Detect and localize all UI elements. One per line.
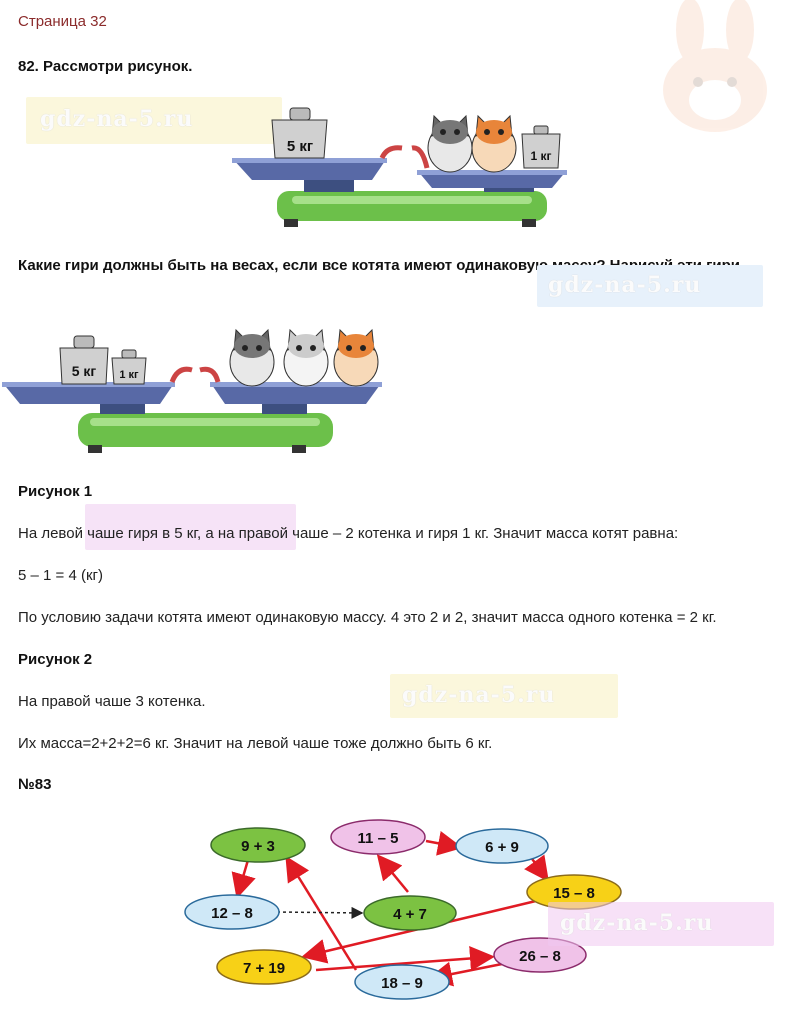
fig1-conclusion: По условию задачи котята имеют одинакову… [18, 609, 717, 626]
svg-text:18 – 9: 18 – 9 [381, 975, 423, 992]
arrow-18minus9-to-9plus3 [285, 855, 358, 971]
svg-text:7 + 19: 7 + 19 [243, 960, 285, 977]
svg-text:26 – 8: 26 – 8 [519, 948, 561, 965]
svg-text:12 – 8: 12 – 8 [211, 905, 253, 922]
arrow-7plus19-to-26minus8 [315, 946, 495, 972]
scale-picture-1: 5 кг 1 кг [232, 107, 567, 227]
fig2-title: Рисунок 2 [18, 651, 93, 668]
watermark-text: gdz-na-5.ru [548, 272, 702, 298]
watermark-bg [85, 504, 296, 550]
scale1-right-weight-label: 1 кг [530, 149, 551, 163]
watermark-bg [548, 902, 774, 946]
svg-text:9 + 3: 9 + 3 [241, 838, 275, 855]
fig1-title: Рисунок 1 [18, 483, 93, 500]
scale-picture-2: 5 кг 1 кг [2, 328, 382, 453]
scale1-left-weight-label: 5 кг [287, 138, 313, 155]
node-12minus8: 12 – 8 [184, 894, 280, 930]
arrow-4plus7-to-11minus5 [376, 854, 409, 893]
watermark-text: gdz-na-5.ru [560, 910, 714, 936]
arrow-11minus5-to-6plus9 [425, 831, 463, 856]
watermark-text: gdz-na-5.ru [402, 682, 556, 708]
node-26minus8: 26 – 8 [493, 937, 587, 973]
svg-text:4 + 7: 4 + 7 [393, 906, 427, 923]
scale2-weight-big-label: 5 кг [72, 363, 97, 379]
watermark-bg [537, 265, 763, 307]
node-18minus9: 18 – 9 [354, 964, 450, 1000]
node-7plus19: 7 + 19 [216, 949, 312, 985]
node-4plus7: 4 + 7 [363, 895, 457, 931]
svg-text:6 + 9: 6 + 9 [485, 839, 519, 856]
node-15minus8: 15 – 8 [526, 874, 622, 910]
scale2-weight-small-label: 1 кг [119, 369, 139, 381]
mascot-logo [663, 0, 767, 132]
watermark-bg [26, 97, 282, 144]
fig2-conclusion: Их масса=2+2+2=6 кг. Значит на левой чаш… [18, 735, 493, 752]
kitten-orange-icon [471, 114, 517, 173]
kitten-white-icon [283, 328, 329, 387]
arrow-9plus3-to-12minus8 [231, 859, 256, 899]
svg-text:11 – 5: 11 – 5 [358, 830, 399, 847]
node-11minus5: 11 – 5 [330, 819, 426, 855]
page-link[interactable]: Страница 32 [18, 13, 107, 30]
node-9plus3: 9 + 3 [210, 827, 306, 863]
fig2-text: На правой чаше 3 котенка. [18, 693, 206, 710]
node-6plus9: 6 + 9 [455, 828, 549, 864]
fig1-calc: 5 – 1 = 4 (кг) [18, 567, 103, 584]
kitten-grey-icon [427, 114, 473, 173]
watermark-bg [390, 674, 618, 718]
arrow-6plus9-to-15minus8 [524, 854, 549, 883]
task82-title: 82. Рассмотри рисунок. [18, 58, 193, 75]
kitten-orange-icon [333, 328, 379, 387]
dashed-arrow [276, 906, 364, 919]
task83-title: №83 [18, 776, 52, 793]
expression-diagram: 9 + 3 11 – 5 6 + 9 15 – 8 12 – 8 4 + 7 7… [184, 819, 622, 1000]
watermark-text: gdz-na-5.ru [40, 106, 194, 132]
kitten-grey-icon [229, 328, 275, 387]
svg-text:15 – 8: 15 – 8 [553, 885, 595, 902]
fig1-text: На левой чаше гиря в 5 кг, а на правой ч… [18, 525, 679, 542]
